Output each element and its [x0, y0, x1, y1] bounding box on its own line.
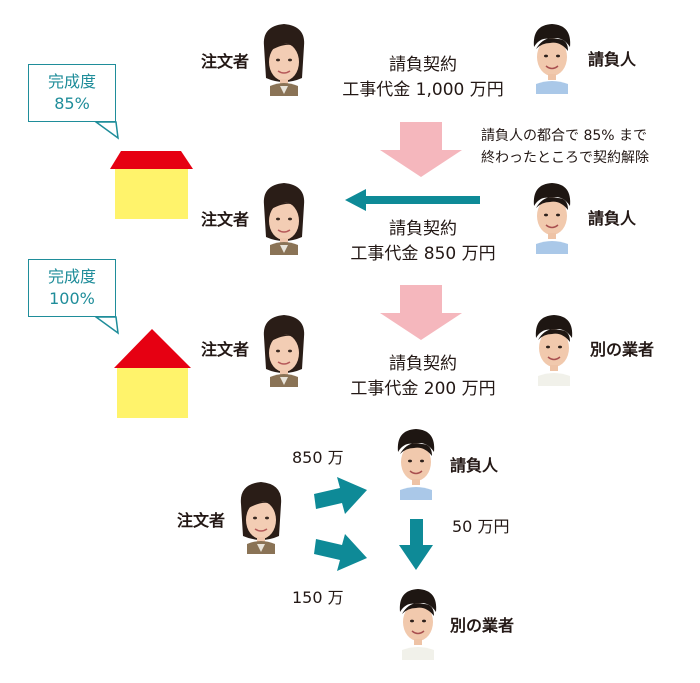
contractor-avatar-2	[533, 182, 571, 240]
completion-100-value: 100%	[49, 289, 95, 308]
contract-2-amount: 工事代金 850 万円	[350, 244, 496, 264]
completion-100-label: 完成度	[47, 267, 96, 286]
payment-to-other: 150 万	[292, 588, 344, 607]
termination-note-line1: 請負人の都合で 85% まで	[481, 128, 648, 144]
other-contractor-label-2: 別の業者	[450, 616, 515, 635]
teal-arrow-to-contractor	[314, 477, 367, 514]
contract-2: 請負契約 工事代金 850 万円	[318, 217, 528, 267]
client-label-1: 注文者	[201, 52, 250, 71]
client-label-3: 注文者	[201, 340, 250, 359]
contract-3: 請負契約 工事代金 200 万円	[318, 352, 528, 402]
client-label-2: 注文者	[201, 210, 250, 229]
payment-contractor-to-other: 50 万円	[452, 517, 510, 536]
termination-note: 請負人の都合で 85% まで 終わったところで契約解除	[481, 125, 649, 169]
completion-85-value: 85%	[54, 94, 90, 113]
client-avatar-1	[263, 23, 305, 97]
contractor-shirt-1	[536, 81, 568, 94]
contractor-shirt-2	[536, 241, 568, 254]
bubble-85-tail	[93, 121, 119, 140]
house-100-icon	[114, 329, 191, 418]
other-contractor-avatar-2	[399, 588, 437, 646]
teal-arrow-to-other	[314, 534, 367, 571]
contract-1-title: 請負契約	[389, 55, 457, 75]
client-avatar-4	[240, 481, 282, 555]
house-85-icon	[110, 151, 193, 219]
client-avatar-3	[263, 314, 305, 388]
completion-85-label: 完成度	[47, 72, 96, 91]
other-contractor-label-1: 別の業者	[590, 340, 655, 359]
termination-note-line2: 終わったところで契約解除	[481, 150, 649, 166]
contractor-avatar-3	[397, 428, 435, 486]
contractor-label-3: 請負人	[450, 456, 499, 475]
completion-100-bubble: 完成度 100%	[28, 259, 116, 317]
contract-3-amount: 工事代金 200 万円	[350, 379, 496, 399]
other-shirt-1	[538, 373, 570, 386]
contractor-label-1: 請負人	[588, 50, 637, 69]
teal-down-arrow	[399, 519, 433, 570]
contractor-label-2: 請負人	[588, 209, 637, 228]
completion-85-bubble: 完成度 85%	[28, 64, 116, 122]
pink-down-arrow-2	[380, 285, 462, 340]
other-contractor-avatar-1	[535, 314, 573, 372]
client-avatar-2	[263, 182, 305, 256]
pink-down-arrow-1	[380, 122, 462, 177]
contract-1: 請負契約 工事代金 1,000 万円	[318, 53, 528, 103]
contract-3-title: 請負契約	[389, 354, 457, 374]
contract-1-amount: 工事代金 1,000 万円	[342, 80, 504, 100]
client-label-4: 注文者	[177, 511, 226, 530]
other-shirt-2	[402, 647, 434, 660]
payment-to-contractor: 850 万	[292, 448, 344, 467]
bubble-100-tail	[93, 316, 119, 335]
teal-left-arrow	[345, 189, 480, 211]
contractor-shirt-3	[400, 487, 432, 500]
contract-2-title: 請負契約	[389, 219, 457, 239]
contractor-avatar-1	[533, 23, 571, 81]
